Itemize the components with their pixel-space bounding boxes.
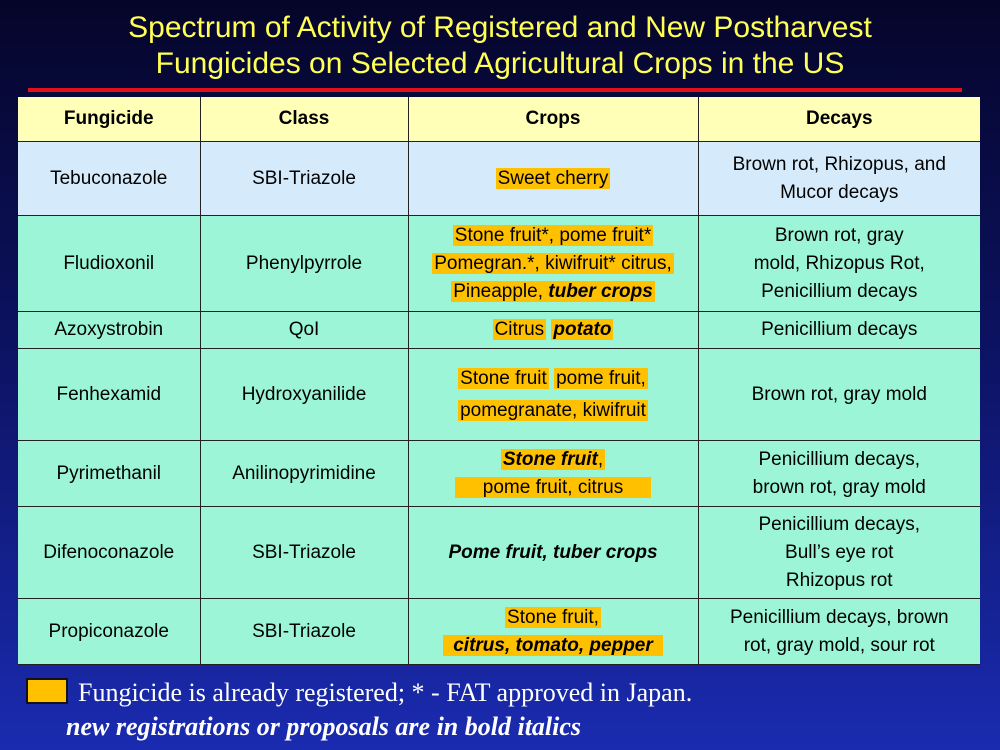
decay-line: Brown rot, gray	[774, 224, 904, 246]
fungicide-cell: Pyrimethanil	[18, 440, 201, 507]
class-cell: Phenylpyrrole	[200, 215, 409, 312]
class-cell: SBI-Triazole	[200, 598, 409, 665]
decays-cell: Brown rot, gray mold	[698, 348, 980, 441]
fungicide-cell: Difenoconazole	[18, 506, 201, 599]
crops-cell: Pome fruit, tuber crops	[408, 506, 699, 599]
crop-registered: Stone fruit,	[505, 606, 601, 628]
decay-line: Penicillium decays, brown	[729, 606, 949, 628]
decay-line: Penicillium decays	[761, 280, 918, 302]
registered-swatch	[26, 678, 68, 704]
table-row: Difenoconazole SBI-Triazole Pome fruit, …	[18, 506, 980, 599]
crop-registered: Pineapple,	[453, 280, 543, 302]
fungicide-cell: Fludioxonil	[18, 215, 201, 312]
crop-registered: pome fruit,	[554, 367, 648, 389]
crop-registered: Stone fruit*, pome fruit*	[452, 224, 654, 246]
table-row: Tebuconazole SBI-Triazole Sweet cherry B…	[18, 141, 980, 216]
fungicide-cell: Fenhexamid	[18, 348, 201, 441]
crops-cell: Citrus potato	[408, 311, 699, 349]
table-row: Fenhexamid Hydroxyanilide Stone fruit po…	[18, 348, 980, 441]
crop-new: citrus, tomato, pepper	[443, 634, 663, 656]
crop-new: Pome fruit, tuber crops	[448, 541, 658, 563]
legend-new-text: new registrations or proposals are in bo…	[66, 712, 582, 741]
table-row: Fludioxonil Phenylpyrrole Stone fruit*, …	[18, 215, 980, 312]
fungicide-cell: Propiconazole	[18, 598, 201, 665]
crops-cell: Stone fruit, citrus, tomato, pepper	[408, 598, 699, 665]
title-line-1: Spectrum of Activity of Registered and N…	[128, 11, 872, 44]
decays-cell: Brown rot, Rhizopus, and Mucor decays	[698, 141, 980, 216]
decays-cell: Penicillium decays, brown rot, gray mold…	[698, 598, 980, 665]
legend-registered-text: Fungicide is already registered; * - FAT…	[78, 678, 693, 707]
header-fungicide: Fungicide	[18, 97, 201, 142]
decay-line: Mucor decays	[780, 181, 899, 203]
crop-registered: pome fruit, citrus	[454, 476, 652, 498]
decay-line: brown rot, gray mold	[752, 476, 926, 498]
legend: Fungicide is already registered; * - FAT…	[26, 678, 986, 742]
fungicide-table: Fungicide Class Crops Decays Tebuconazol…	[18, 97, 980, 665]
fungicide-cell: Tebuconazole	[18, 141, 201, 216]
decay-line: Rhizopus rot	[785, 569, 893, 591]
decay-line: Bull’s eye rot	[785, 541, 894, 563]
decay-line: Penicillium decays,	[758, 513, 921, 535]
crop-new: tuber crops	[548, 280, 653, 302]
slide-title: Spectrum of Activity of Registered and N…	[0, 10, 1000, 82]
crop-registered: Pomegran.*, kiwifruit* citrus,	[432, 252, 674, 274]
crop-registered: pomegranate, kiwifruit	[458, 399, 648, 421]
title-line-2: Fungicides on Selected Agricultural Crop…	[155, 47, 845, 80]
decays-cell: Brown rot, gray mold, Rhizopus Rot, Peni…	[698, 215, 980, 312]
decay-line: Penicillium decays,	[758, 448, 921, 470]
header-crops: Crops	[408, 97, 699, 142]
crops-cell: Stone fruit*, pome fruit* Pomegran.*, ki…	[408, 215, 699, 312]
decay-line: mold, Rhizopus Rot,	[753, 252, 925, 274]
crops-cell: Sweet cherry	[408, 141, 699, 216]
table-row: Azoxystrobin QoI Citrus potato Penicilli…	[18, 311, 980, 349]
crop-new: Stone fruit	[502, 448, 598, 470]
decay-line: Brown rot, Rhizopus, and	[732, 153, 946, 175]
decay-line: rot, gray mold, sour rot	[743, 634, 935, 656]
header-decays: Decays	[698, 97, 980, 142]
crop-new: potato	[551, 319, 614, 340]
class-cell: Anilinopyrimidine	[200, 440, 409, 507]
class-cell: Hydroxyanilide	[200, 348, 409, 441]
title-rule	[28, 88, 962, 92]
class-cell: SBI-Triazole	[200, 141, 409, 216]
crops-cell: Stone fruit, pome fruit, citrus	[408, 440, 699, 507]
crop-separator: ,	[597, 448, 604, 470]
crops-cell: Stone fruit pome fruit, pomegranate, kiw…	[408, 348, 699, 441]
table-row: Propiconazole SBI-Triazole Stone fruit, …	[18, 598, 980, 665]
class-cell: QoI	[200, 311, 409, 349]
decays-cell: Penicillium decays, brown rot, gray mold	[698, 440, 980, 507]
table-header-row: Fungicide Class Crops Decays	[18, 97, 980, 142]
crop-registered: Stone fruit	[458, 367, 549, 389]
table-row: Pyrimethanil Anilinopyrimidine Stone fru…	[18, 440, 980, 507]
fungicide-cell: Azoxystrobin	[18, 311, 201, 349]
crop-registered: Citrus	[492, 319, 547, 340]
header-class: Class	[200, 97, 409, 142]
class-cell: SBI-Triazole	[200, 506, 409, 599]
decays-cell: Penicillium decays, Bull’s eye rot Rhizo…	[698, 506, 980, 599]
decays-cell: Penicillium decays	[698, 311, 980, 349]
crop-registered: Sweet cherry	[495, 167, 611, 189]
